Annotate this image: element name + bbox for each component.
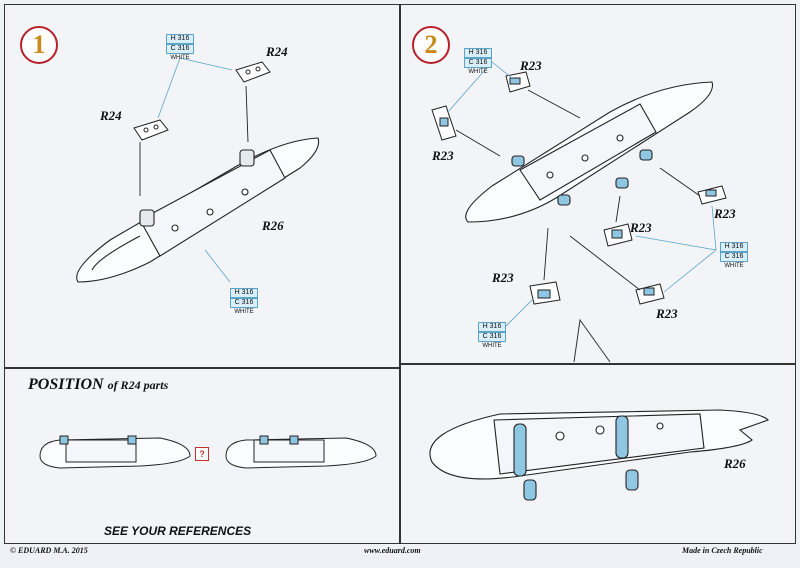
paint-code-step2-top: H 316 C 316 WHITE <box>464 48 492 76</box>
paint-color: WHITE <box>170 55 190 61</box>
pod-position-left <box>39 435 191 469</box>
part-r24-top <box>235 61 271 83</box>
label-r26: R26 <box>262 218 284 233</box>
see-references-note: SEE YOUR REFERENCES <box>104 524 252 538</box>
paint-c: C 316 <box>230 298 258 308</box>
part-r23-top <box>505 71 531 93</box>
paint-h: H 316 <box>464 48 492 58</box>
position-subtitle: of R24 parts <box>107 378 169 392</box>
label-r24-top: R24 <box>266 44 288 59</box>
label-detail-r26: R26 <box>724 456 746 471</box>
paint-code-step1-bottom: H 316 C 316 WHITE <box>230 288 258 316</box>
position-heading: POSITION <box>28 376 104 393</box>
callout-pointer <box>573 318 611 363</box>
paint-color: WHITE <box>482 343 502 349</box>
part-r23-left <box>431 105 457 141</box>
pod-detail <box>429 409 770 501</box>
paint-c: C 316 <box>166 44 194 54</box>
paint-color: WHITE <box>234 309 254 315</box>
label-r23-left: R23 <box>432 148 454 163</box>
footer-website[interactable]: www.eduard.com <box>364 546 421 555</box>
question-mark-box: ? <box>195 447 209 461</box>
part-r24-left <box>133 119 169 141</box>
label-r23-lower-right: R23 <box>656 306 678 321</box>
paint-color: WHITE <box>724 263 744 269</box>
paint-h: H 316 <box>166 34 194 44</box>
label-r23-bottom: R23 <box>492 270 514 285</box>
paint-h: H 316 <box>478 322 506 332</box>
paint-c: C 316 <box>464 58 492 68</box>
part-r23-lower-right <box>635 283 665 305</box>
label-r23-top: R23 <box>520 58 542 73</box>
position-title: POSITION of R24 parts <box>28 376 168 394</box>
paint-code-step2-bottom: H 316 C 316 WHITE <box>478 322 506 350</box>
label-r24-left: R24 <box>100 108 122 123</box>
label-r23-right: R23 <box>714 206 736 221</box>
step-number-2: 2 <box>412 26 450 64</box>
part-r23-right <box>697 185 727 205</box>
paint-code-step1-top: H 316 C 316 WHITE <box>166 34 194 62</box>
paint-c: C 316 <box>720 252 748 262</box>
footer-origin: Made in Czech Republic <box>682 546 763 555</box>
pod-position-right <box>225 435 377 469</box>
part-r23-bottom <box>529 281 561 305</box>
step-number-1: 1 <box>20 26 58 64</box>
pod-r26-step1 <box>76 137 320 283</box>
label-r23-mid: R23 <box>630 220 652 235</box>
pod-step2 <box>465 81 714 223</box>
paint-h: H 316 <box>230 288 258 298</box>
part-r23-mid <box>603 223 633 247</box>
paint-h: H 316 <box>720 242 748 252</box>
paint-code-step2-right: H 316 C 316 WHITE <box>720 242 748 270</box>
footer-copyright: © EDUARD M.A. 2015 <box>10 546 88 555</box>
paint-c: C 316 <box>478 332 506 342</box>
paint-color: WHITE <box>468 69 488 75</box>
